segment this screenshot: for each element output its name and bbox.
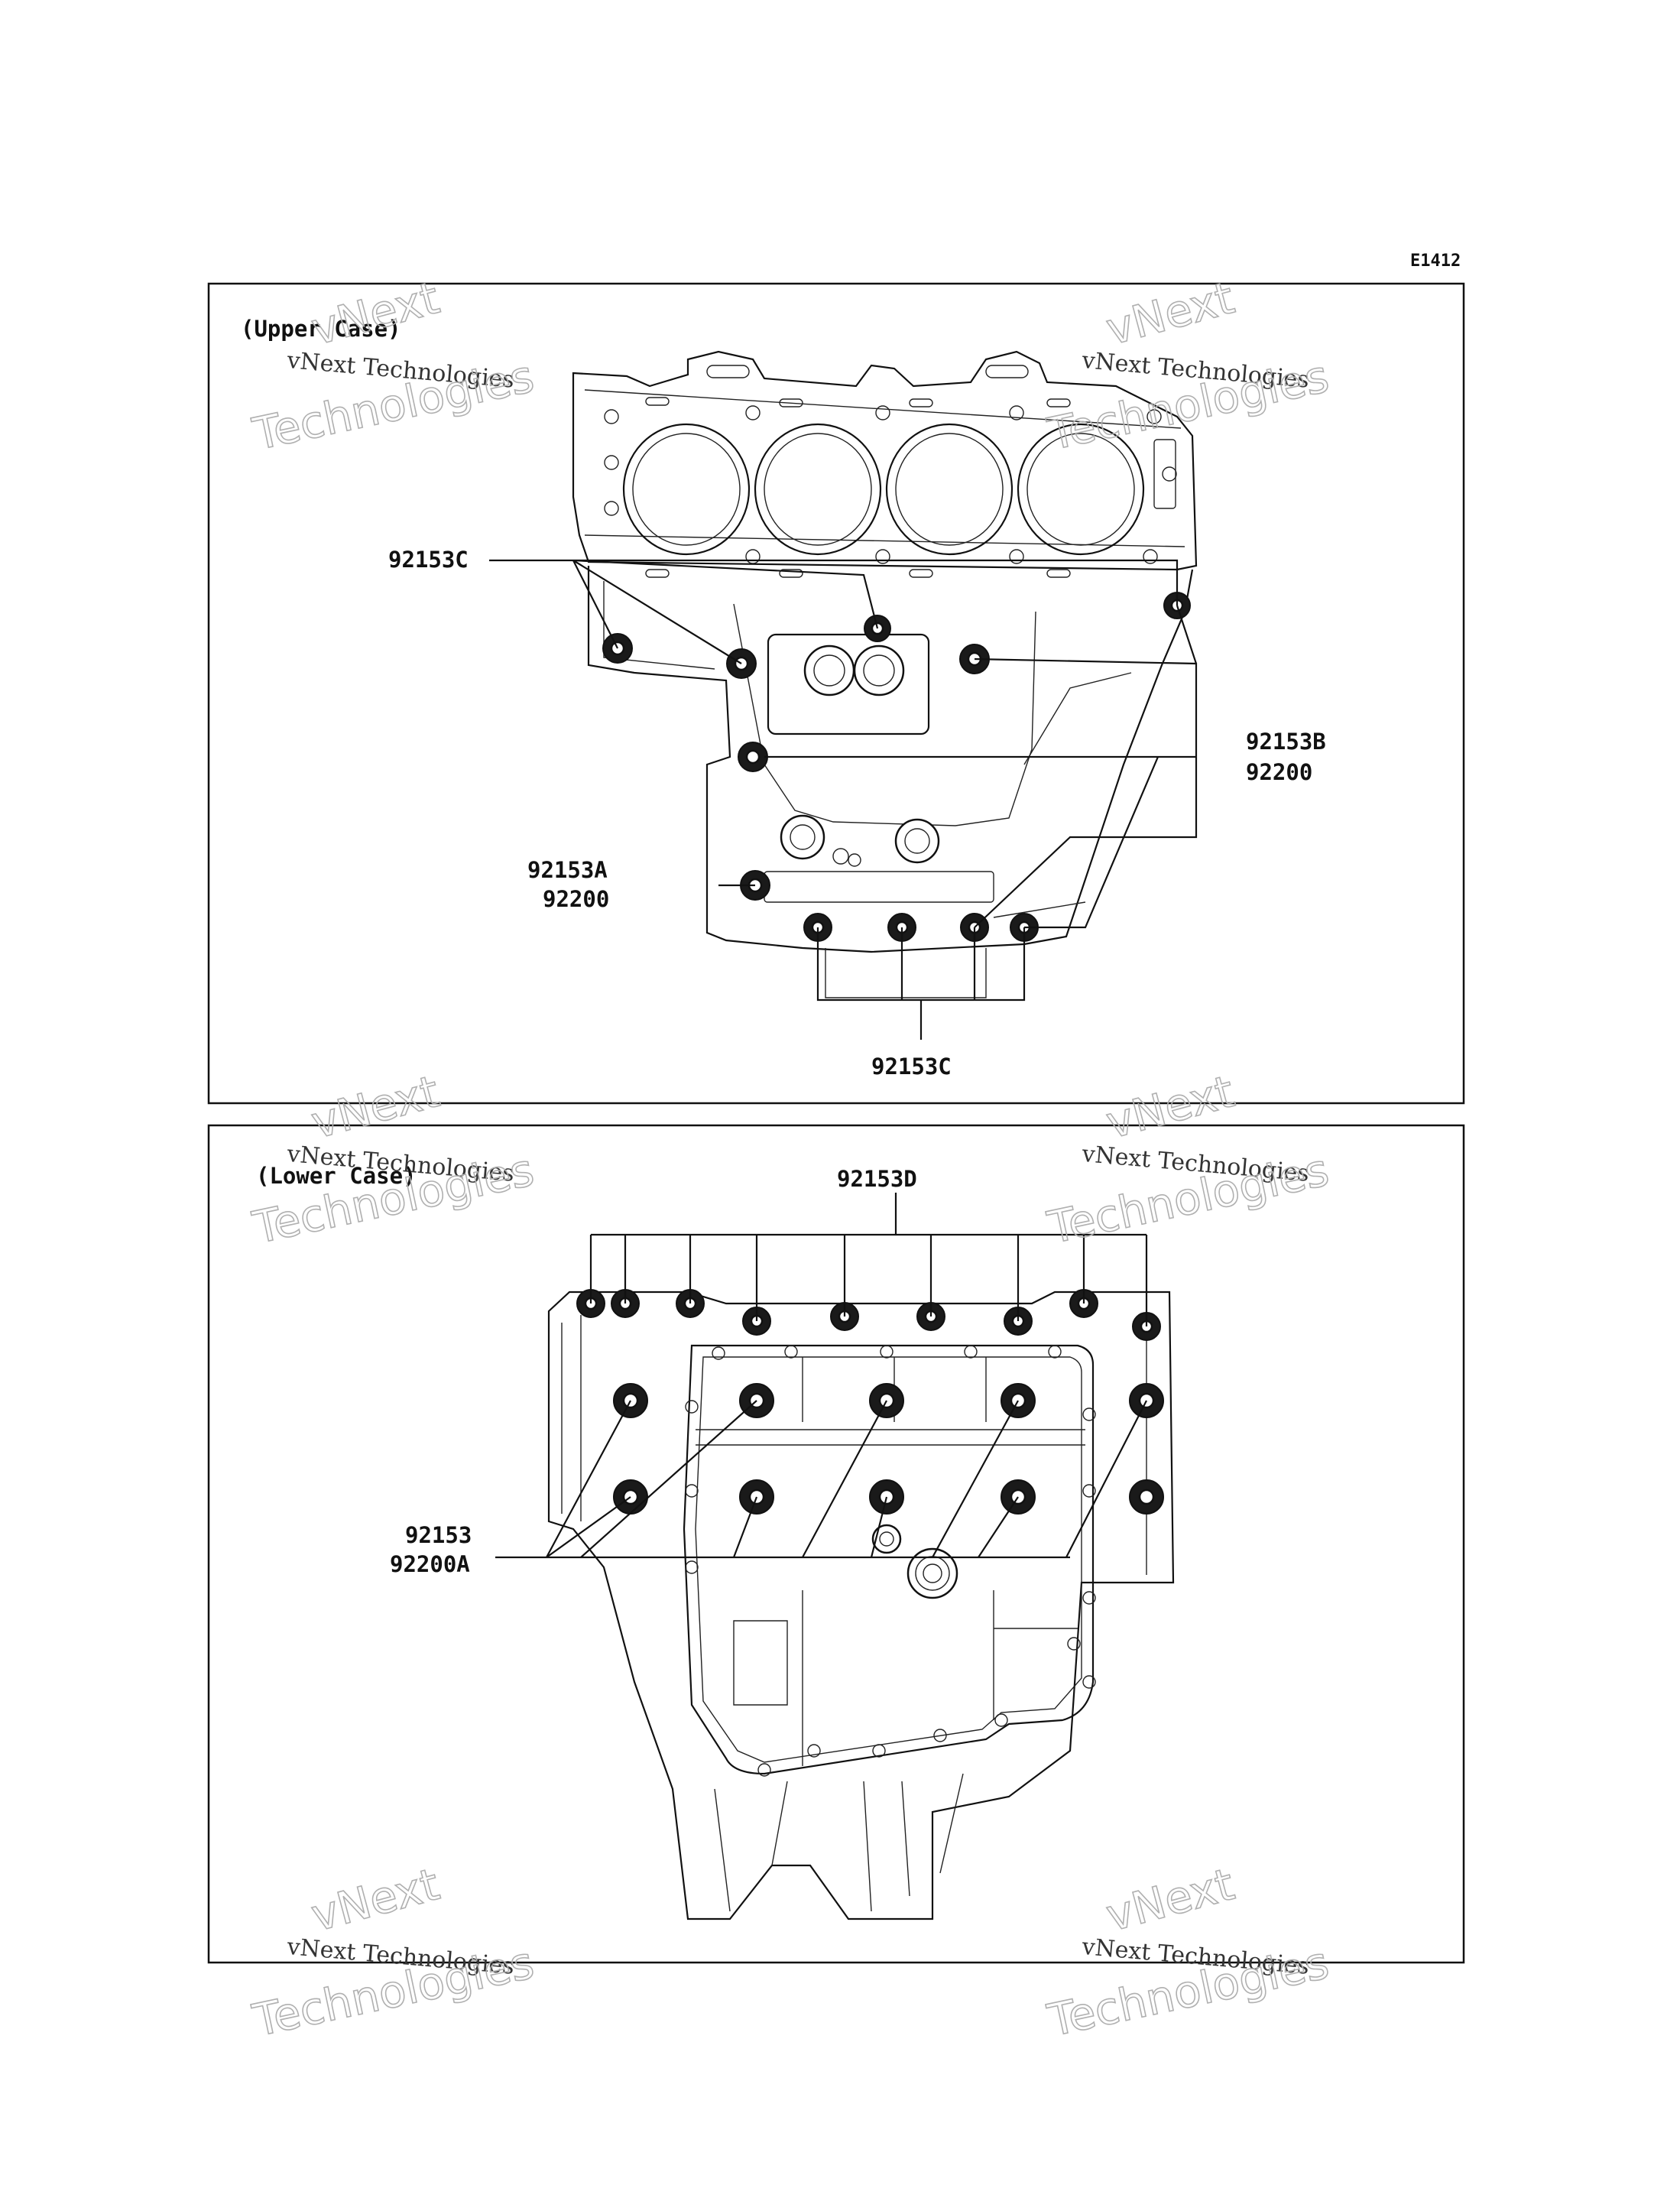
label-92153b: 92153B xyxy=(1246,729,1326,755)
upper-leader-lines xyxy=(489,559,1198,1040)
svg-text:vNext: vNext xyxy=(1101,1065,1239,1149)
lower-case-drawing xyxy=(547,1289,1175,1920)
watermark-upper-right: vNext vNext Technologies Technologies xyxy=(1043,271,1334,460)
watermark-lower-left: vNext vNext Technologies Technologies xyxy=(248,1064,539,1254)
label-92153: 92153 xyxy=(405,1522,472,1548)
label-92153a: 92153A xyxy=(527,857,608,883)
lower-leader-lines xyxy=(495,1193,1148,1559)
svg-text:vNext: vNext xyxy=(306,1065,444,1149)
label-92153-92200a: 92200A xyxy=(390,1551,470,1577)
lower-case-title: (Lower Case) xyxy=(256,1163,417,1189)
svg-text:vNext: vNext xyxy=(1101,1858,1239,1942)
upper-case-title: (Upper Case) xyxy=(241,316,401,342)
label-92153b-92200: 92200 xyxy=(1246,759,1312,785)
svg-text:vNext: vNext xyxy=(306,1858,444,1942)
watermark-bottom-left: vNext vNext Technologies Technologies xyxy=(248,1857,539,2047)
watermark-bottom-right: vNext vNext Technologies Technologies xyxy=(1043,1857,1334,2047)
label-92153d: 92153D xyxy=(837,1166,917,1192)
watermark-lower-right: vNext vNext Technologies Technologies xyxy=(1043,1064,1334,1254)
diagram-code: E1412 xyxy=(1410,252,1461,271)
lower-case-panel: (Lower Case) xyxy=(207,1124,1465,1964)
upper-case-panel: (Upper Case) xyxy=(207,282,1465,1105)
upper-panel-frame xyxy=(207,282,1465,1105)
label-92153a-92200: 92200 xyxy=(543,886,609,912)
label-92153c-bottom: 92153C xyxy=(871,1054,952,1080)
watermark-upper-left: vNext vNext Technologies Technologies xyxy=(248,271,539,460)
lower-panel-frame xyxy=(207,1124,1465,1964)
label-92153c-left: 92153C xyxy=(388,547,469,573)
